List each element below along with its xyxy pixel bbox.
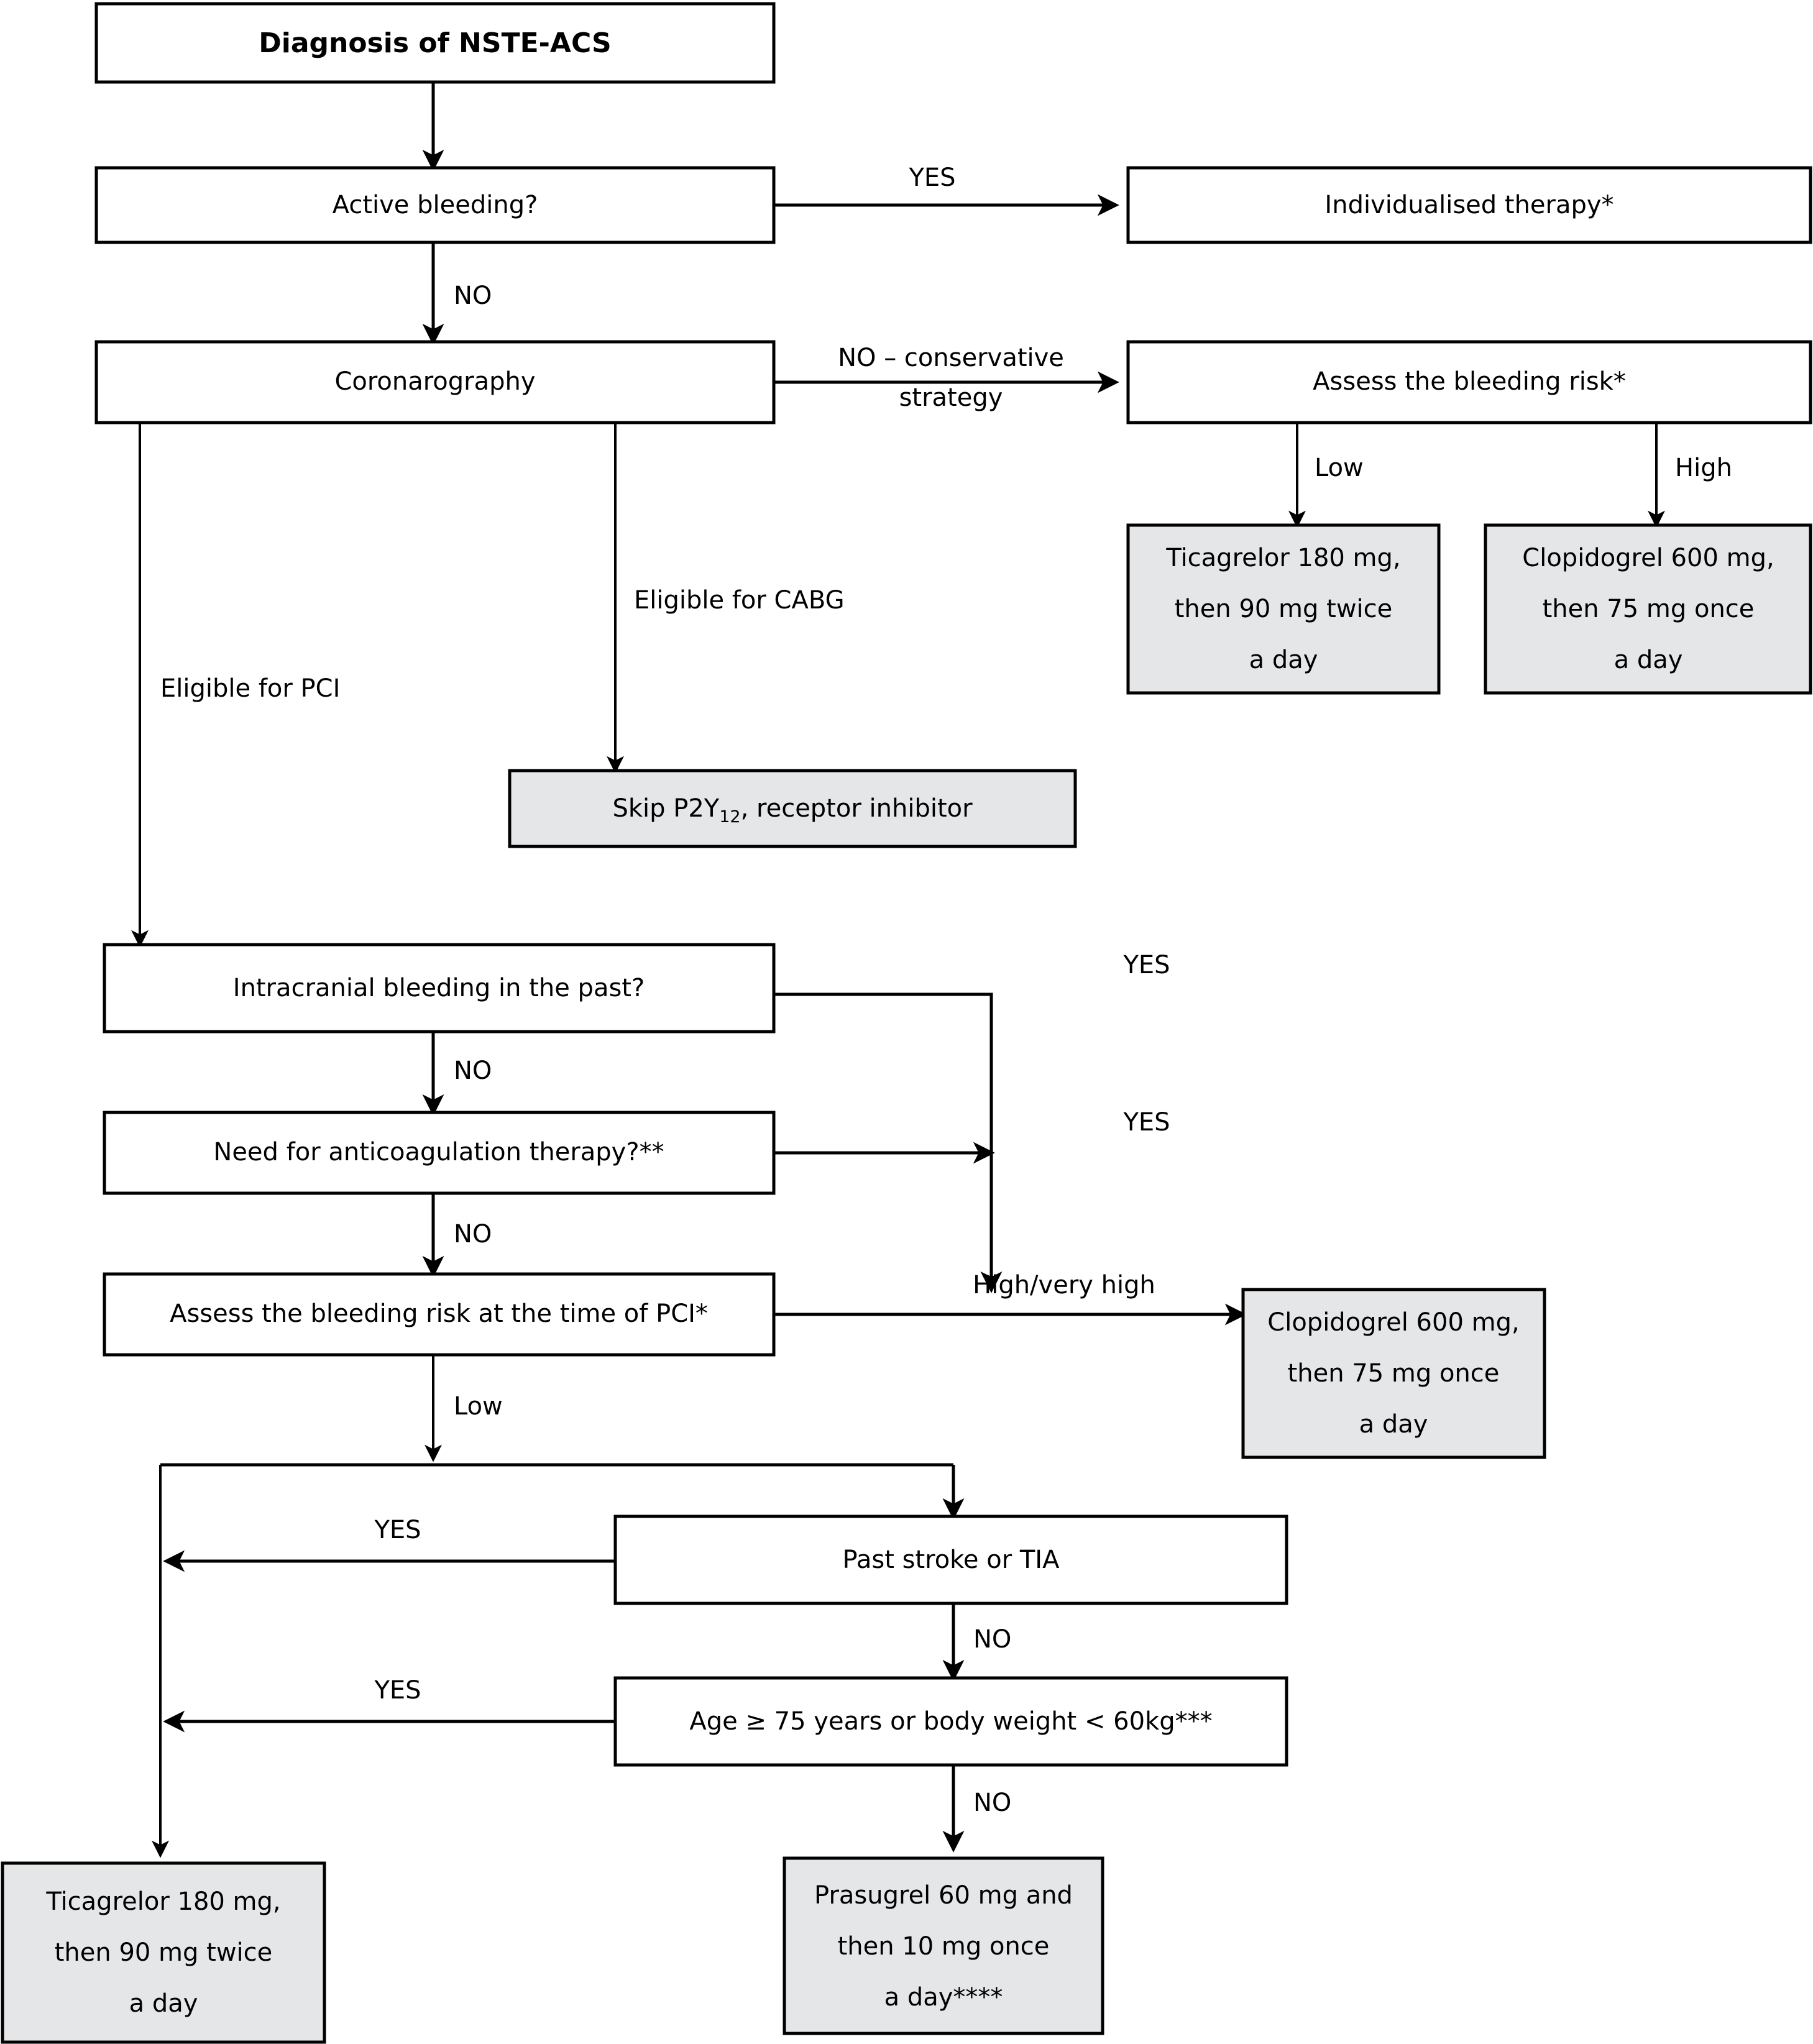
node-clopidogrel-conservative-box: [1484, 523, 1812, 695]
node-intracranial-bleeding-label: Intracranial bleeding in the past?: [233, 974, 645, 1002]
node-coronarography[interactable]: Coronarography: [94, 340, 776, 424]
node-individualised-therapy-box: [1126, 166, 1812, 244]
node-diagnosis[interactable]: Diagnosis of NSTE-ACS: [94, 2, 776, 84]
edge-intracranial-yes: [774, 992, 1003, 1293]
node-assess-bleeding-risk[interactable]: Assess the bleeding risk*: [1126, 340, 1812, 424]
node-active-bleeding-box: [94, 166, 776, 244]
node-need-anticoagulation-box: [103, 1111, 776, 1195]
node-age-weight[interactable]: Age ≥ 75 years or body weight < 60kg***: [613, 1676, 1288, 1767]
node-age-weight-box: [613, 1676, 1288, 1767]
node-ticagrelor-conservative-line1: Ticagrelor 180 mg,: [1165, 544, 1400, 572]
edge-label-bleeding-no: NO: [454, 282, 492, 310]
node-assess-risk-pci-label: Assess the bleeding risk at the time of …: [170, 1299, 708, 1328]
node-ticagrelor-final-line3: a day: [129, 1989, 198, 2018]
node-need-anticoagulation-label: Need for anticoagulation therapy?**: [213, 1138, 664, 1166]
node-prasugrel-final-line1: Prasugrel 60 mg and: [814, 1881, 1073, 1910]
node-past-stroke-tia[interactable]: Past stroke or TIA: [613, 1515, 1288, 1605]
node-past-stroke-tia-box: [613, 1515, 1288, 1605]
edge-label-risk-high: High: [1675, 454, 1732, 482]
node-prasugrel-final-line3: a day****: [884, 1983, 1003, 2012]
edge-label-eligible-pci: Eligible for PCI: [160, 674, 340, 703]
node-ticagrelor-final-line1: Ticagrelor 180 mg,: [45, 1887, 280, 1916]
node-prasugrel-final[interactable]: Prasugrel 60 mg and then 10 mg once a da…: [783, 1856, 1104, 2035]
node-diagnosis-box: [94, 2, 776, 84]
node-past-stroke-tia-label: Past stroke or TIA: [843, 1546, 1060, 1574]
node-skip-p2y12-suffix: , receptor inhibitor: [741, 794, 973, 823]
node-assess-risk-pci[interactable]: Assess the bleeding risk at the time of …: [103, 1272, 776, 1357]
node-assess-bleeding-risk-label: Assess the bleeding risk*: [1313, 367, 1626, 396]
edge-label-past-stroke-yes: YES: [374, 1516, 421, 1544]
node-intracranial-bleeding-box: [103, 943, 776, 1033]
edge-label-anticoagulation-yes: YES: [1122, 1108, 1170, 1137]
edge-label-risk-low: Low: [1315, 454, 1364, 482]
node-coronarography-box: [94, 340, 776, 424]
node-assess-bleeding-risk-box: [1126, 340, 1812, 424]
node-diagnosis-label: Diagnosis of NSTE-ACS: [259, 27, 612, 59]
node-prasugrel-final-line2: then 10 mg once: [838, 1932, 1050, 1961]
node-skip-p2y12-subscript: 12: [719, 807, 740, 827]
edge-label-pci-risk-low: Low: [454, 1392, 503, 1421]
edge-label-anticoagulation-no: NO: [454, 1220, 492, 1249]
node-clopidogrel-pci-box: [1241, 1288, 1546, 1459]
node-ticagrelor-conservative-box: [1126, 523, 1441, 695]
edge-label-pci-risk-high: High/very high: [973, 1271, 1155, 1299]
node-clopidogrel-conservative-line2: then 75 mg once: [1543, 595, 1755, 623]
node-clopidogrel-conservative[interactable]: Clopidogrel 600 mg, then 75 mg once a da…: [1484, 523, 1812, 695]
node-coronarography-label: Coronarography: [334, 367, 535, 396]
node-clopidogrel-pci-line1: Clopidogrel 600 mg,: [1267, 1308, 1519, 1337]
edge-label-age-weight-no: NO: [973, 1789, 1011, 1817]
node-need-anticoagulation[interactable]: Need for anticoagulation therapy?**: [103, 1111, 776, 1195]
node-individualised-therapy-label: Individualised therapy*: [1324, 191, 1613, 219]
node-ticagrelor-final-line2: then 90 mg twice: [55, 1938, 273, 1967]
node-ticagrelor-final[interactable]: Ticagrelor 180 mg, then 90 mg twice a da…: [1, 1861, 326, 2044]
node-active-bleeding[interactable]: Active bleeding?: [94, 166, 776, 244]
node-skip-p2y12[interactable]: Skip P2Y12, receptor inhibitor: [508, 769, 1077, 848]
edge-label-age-weight-yes: YES: [374, 1676, 421, 1705]
node-intracranial-bleeding[interactable]: Intracranial bleeding in the past?: [103, 943, 776, 1033]
node-prasugrel-final-box: [783, 1856, 1104, 2035]
edge-label-conservative-line2: strategy: [899, 383, 1003, 412]
edge-label-intracranial-no: NO: [454, 1056, 492, 1085]
node-clopidogrel-conservative-line3: a day: [1614, 646, 1683, 674]
node-clopidogrel-pci[interactable]: Clopidogrel 600 mg, then 75 mg once a da…: [1241, 1288, 1546, 1459]
edge-label-conservative-line1: NO – conservative: [838, 344, 1064, 372]
node-clopidogrel-pci-line3: a day: [1359, 1410, 1428, 1439]
node-ticagrelor-conservative-line3: a day: [1249, 646, 1318, 674]
node-clopidogrel-pci-line2: then 75 mg once: [1288, 1359, 1500, 1388]
edge-label-past-stroke-no: NO: [973, 1625, 1011, 1654]
node-active-bleeding-label: Active bleeding?: [333, 191, 538, 219]
node-ticagrelor-final-box: [1, 1861, 326, 2044]
edge-label-eligible-cabg: Eligible for CABG: [634, 586, 845, 615]
edge-label-bleeding-yes: YES: [908, 163, 955, 192]
edge-label-intracranial-yes: YES: [1122, 951, 1170, 979]
node-assess-risk-pci-box: [103, 1272, 776, 1357]
node-skip-p2y12-box: [508, 769, 1077, 848]
node-ticagrelor-conservative[interactable]: Ticagrelor 180 mg, then 90 mg twice a da…: [1126, 523, 1441, 695]
node-age-weight-label: Age ≥ 75 years or body weight < 60kg***: [689, 1707, 1212, 1736]
node-individualised-therapy[interactable]: Individualised therapy*: [1126, 166, 1812, 244]
node-ticagrelor-conservative-line2: then 90 mg twice: [1175, 595, 1393, 623]
node-skip-p2y12-prefix: Skip P2Y: [612, 794, 719, 823]
node-clopidogrel-conservative-line1: Clopidogrel 600 mg,: [1522, 544, 1774, 572]
node-skip-p2y12-label: Skip P2Y12, receptor inhibitor: [612, 794, 973, 827]
